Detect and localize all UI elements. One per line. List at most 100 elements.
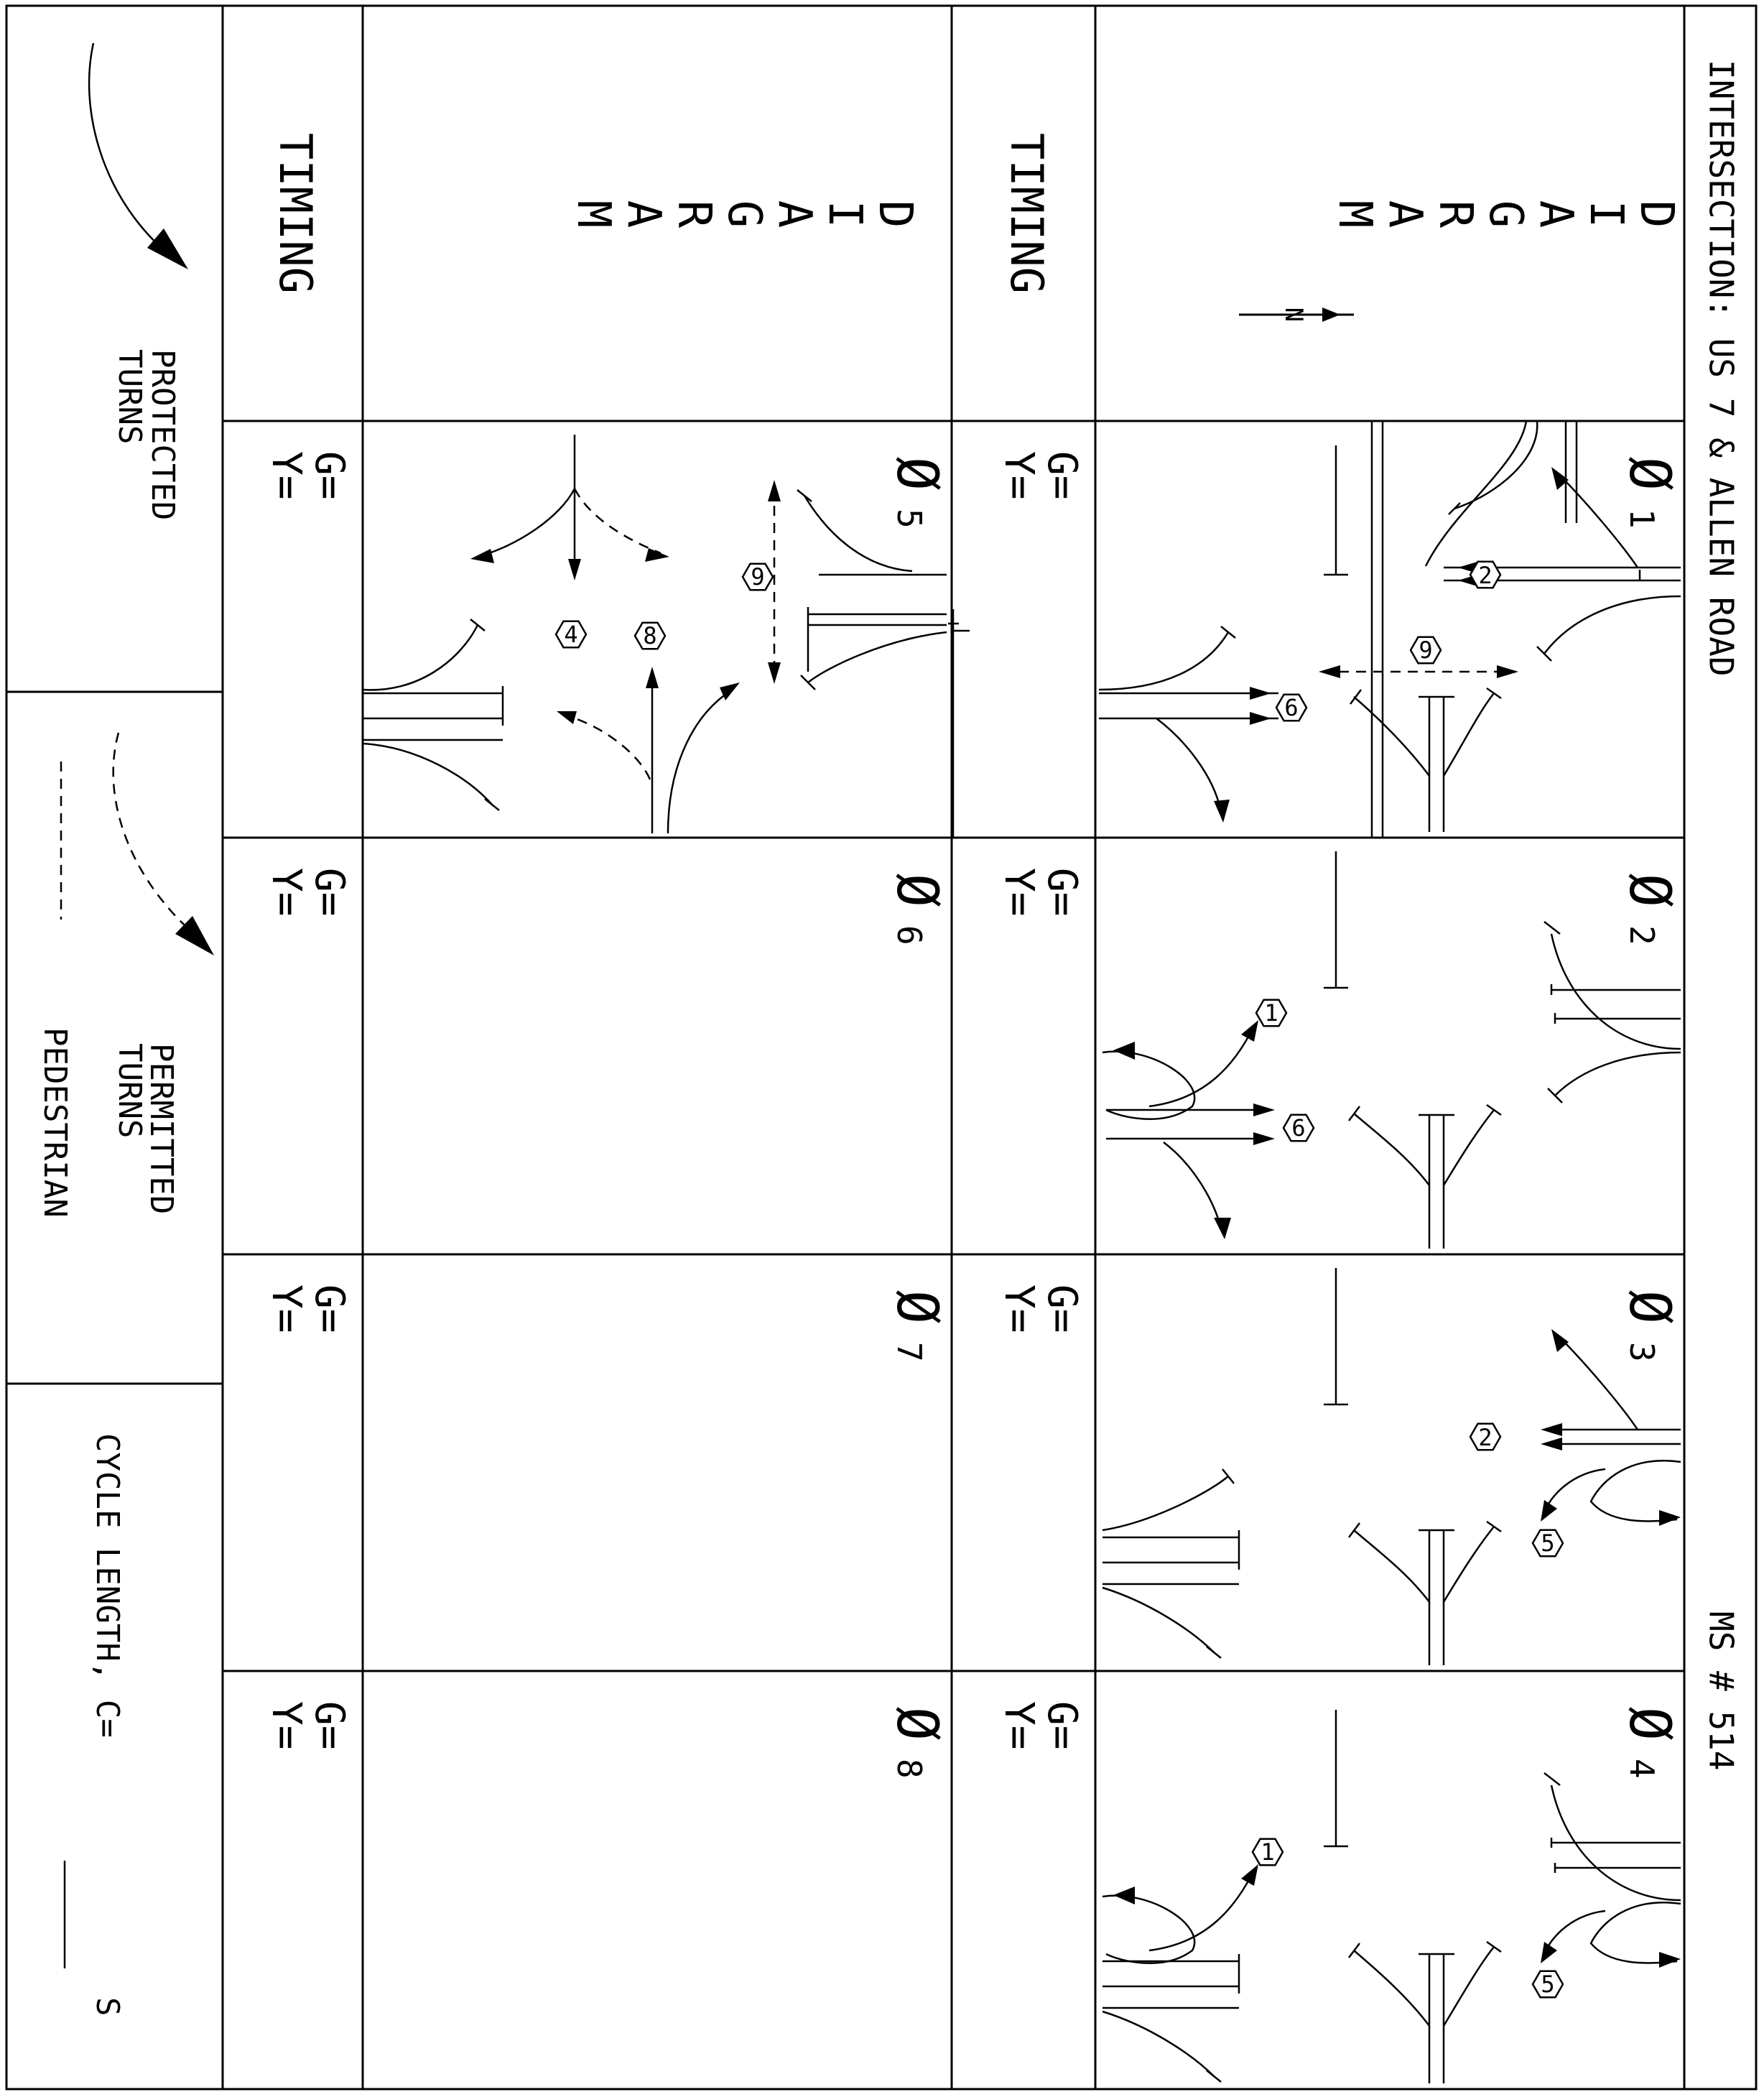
right-turn-arrowhead-1 — [1214, 800, 1230, 823]
phase-number-6: 6 — [890, 925, 929, 945]
through-arrowhead-6b — [1250, 712, 1271, 725]
yellow-field-6[interactable]: Y= — [263, 868, 310, 916]
diagram-letter-i: I — [1579, 200, 1633, 228]
phase-number-1: 1 — [1623, 509, 1661, 529]
phase-number-2: 2 — [1623, 925, 1661, 945]
yellow-field-5[interactable]: Y= — [263, 451, 310, 499]
permitted-left-arrowhead-5 — [645, 548, 669, 562]
green-field-8[interactable]: G= — [306, 1701, 353, 1749]
yellow-field-7[interactable]: Y= — [263, 1284, 310, 1333]
phase-5-cell: 9 4 8 — [363, 435, 947, 834]
badge-5-number-phase-4: 5 — [1541, 1971, 1554, 1998]
left-turn-arrowhead-5-phase-3 — [1541, 1500, 1557, 1522]
svg-text:Ø: Ø — [884, 874, 949, 907]
diagram-letter-m: M — [1328, 200, 1381, 228]
diagram-letter-d-2: D — [868, 200, 922, 228]
phase-3-cell: 2 5 — [1102, 1268, 1681, 1665]
yellow-field-4[interactable]: Y= — [995, 1701, 1042, 1749]
diagram-letter-m-2: M — [567, 200, 620, 228]
intersection-title: INTERSECTION: US 7 & ALLEN ROAD — [1702, 60, 1741, 677]
left-turn-arrowhead-5-phase-4 — [1541, 1942, 1557, 1963]
diagram-letter-g-2: G — [718, 200, 771, 228]
green-field-1[interactable]: G= — [1039, 451, 1085, 499]
left-turn-arrowhead-4 — [1241, 1864, 1258, 1886]
svg-text:Ø: Ø — [884, 1290, 949, 1324]
sheet-grid — [5, 4, 1758, 2091]
legend-cycle-length: CYCLE LENGTH, C= — [89, 1433, 126, 1738]
phase-1-diagram — [948, 420, 1578, 838]
green-field-5[interactable]: G= — [306, 451, 353, 499]
legend: PROTECTED TURNS PERMITTED TURNS PEDESTRI… — [37, 42, 214, 2017]
phase-label-1: Ø1 — [1617, 457, 1681, 529]
yellow-field-8[interactable]: Y= — [263, 1701, 310, 1749]
ped-arrowhead-left-1 — [1319, 665, 1340, 678]
badge-5-number-phase-3: 5 — [1541, 1529, 1554, 1557]
diagram-letter-d: D — [1630, 200, 1683, 228]
protected-arrowhead-icon — [147, 228, 188, 269]
left-turn-arrowhead-1 — [1551, 467, 1569, 490]
permitted-arrowhead-icon — [175, 916, 214, 955]
right-turn-arrowhead-2 — [1214, 1218, 1231, 1239]
diagram-letter-i-2: I — [818, 200, 871, 228]
timing-label-row1: TIMING — [1001, 133, 1053, 294]
svg-text:Ø: Ø — [884, 1707, 949, 1741]
timing-fields: G= Y= G= Y= G= Y= G= Y= G= Y= G= Y= G= Y… — [263, 451, 1085, 1749]
green-field-4[interactable]: G= — [1039, 1701, 1085, 1749]
ped-arrowhead-right-1 — [1497, 665, 1518, 678]
uturn-arrowhead-4b — [1113, 1887, 1135, 1904]
badge-8-number-phase-5: 8 — [643, 622, 656, 649]
badge-9-number-phase-5: 9 — [751, 563, 764, 591]
diagram-letter-a-2: A — [768, 200, 821, 228]
legend-pedestrian: PEDESTRIAN — [37, 1027, 73, 1218]
phase-label-7: Ø7 — [884, 1290, 949, 1362]
phase-4-cell: 5 1 — [1102, 1710, 1681, 2083]
legend-protected-line1: PROTECTED — [144, 349, 181, 520]
diagram-letter-a: A — [1529, 200, 1582, 228]
ped-arrowhead-up-5 — [768, 480, 781, 501]
phase-number-7: 7 — [890, 1342, 929, 1362]
phase-label-8: Ø8 — [884, 1707, 949, 1779]
through-arrowhead-2c — [1541, 1423, 1562, 1436]
uturn-arrowhead-4 — [1659, 1952, 1681, 1968]
uturn-arrowhead-2 — [1113, 1042, 1135, 1060]
yellow-field-3[interactable]: Y= — [995, 1284, 1042, 1333]
diagram-letter-r: R — [1429, 200, 1482, 228]
svg-text:Ø: Ø — [1617, 457, 1681, 491]
green-field-6[interactable]: G= — [306, 868, 353, 916]
right-turn-arrowhead-5 — [470, 549, 494, 563]
svg-text:Ø: Ø — [1617, 1290, 1681, 1324]
north-label: N — [1279, 307, 1308, 322]
phase-number-8: 8 — [890, 1759, 929, 1779]
rotated-sheet: INTERSECTION: US 7 & ALLEN ROAD MS # 514… — [5, 4, 1758, 2091]
badge-2-number-phase-3: 2 — [1478, 1424, 1492, 1451]
green-field-2[interactable]: G= — [1039, 868, 1085, 916]
left-turn-arrowhead-2 — [1241, 1020, 1258, 1042]
phase-label-4: Ø4 — [1617, 1707, 1681, 1779]
north-arrow: N — [1239, 307, 1354, 322]
left-turn-arrowhead-3 — [1551, 1329, 1569, 1352]
badge-6-number-phase-1: 6 — [1284, 694, 1298, 721]
phase-number-5: 5 — [890, 509, 929, 529]
badge-2-number-phase-1: 2 — [1478, 562, 1492, 589]
green-field-3[interactable]: G= — [1039, 1284, 1085, 1333]
yellow-field-2[interactable]: Y= — [995, 868, 1042, 916]
badge-4-number-phase-5: 4 — [564, 621, 577, 648]
through-arrowhead-2d — [1541, 1438, 1562, 1450]
through-arrowhead-6a — [1250, 687, 1271, 700]
badge-9-number-phase-1: 9 — [1419, 636, 1432, 664]
phase-label-3: Ø3 — [1617, 1290, 1681, 1362]
yellow-field-1[interactable]: Y= — [995, 451, 1042, 499]
svg-text:Ø: Ø — [1617, 874, 1681, 907]
diagram-letter-a2-2: A — [617, 200, 670, 228]
through-arrowhead-6c — [1253, 1103, 1275, 1116]
svg-text:Ø: Ø — [884, 457, 949, 491]
diagram-label-row2: D I A G R A M — [567, 200, 922, 228]
uturn-arrowhead-3 — [1659, 1510, 1681, 1526]
green-field-7[interactable]: G= — [306, 1284, 353, 1333]
phase-label-6: Ø6 — [884, 874, 949, 945]
svg-text:Ø: Ø — [1617, 1707, 1681, 1741]
phase-number-4: 4 — [1623, 1759, 1661, 1779]
badge-1-number-phase-4: 1 — [1261, 1838, 1274, 1866]
diagram-letter-g: G — [1479, 200, 1532, 228]
